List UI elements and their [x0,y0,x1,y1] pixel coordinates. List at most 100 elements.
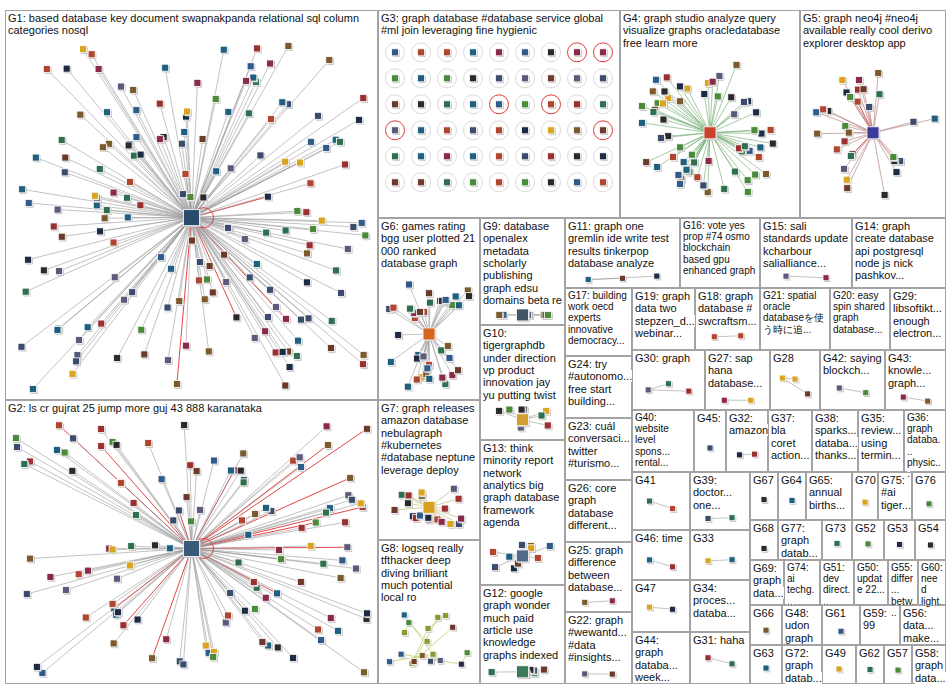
vertex-icon [387,659,393,665]
group-box: G24: try #autonomo... free start buildin… [565,356,632,418]
vertex-edge [192,212,307,217]
vertex-icon [304,250,311,257]
vertex-edge [648,390,689,391]
group-box: G69: graph data... [750,560,784,605]
vertex-icon [729,515,735,521]
vertex-icon [130,152,137,159]
vertex-icon [424,365,431,372]
vertex-icon [548,153,555,160]
group-box: G26: core graph database different... [565,480,632,542]
group-box: G76 [912,472,946,520]
vertex-edge [192,500,352,549]
group-label: G17: building work oecd experts innovati… [568,290,627,346]
vertex-icon [149,655,156,662]
group-box: G70 [852,472,878,520]
vertex-edge [117,218,191,358]
vertex-edge [710,82,713,133]
vertex-icon [721,185,728,192]
vertex-icon [282,158,289,165]
vertex-edge [192,218,354,227]
vertex-icon [253,45,260,52]
vertex-icon [900,394,906,400]
vertex-icon [420,353,427,360]
vertex-icon [574,101,581,108]
vertex-edge [192,549,319,630]
self-loop [542,173,561,192]
vertex-icon [444,101,451,108]
vertex-edge [414,617,438,661]
vertex-icon [700,182,707,189]
vertex-icon [729,557,735,563]
vertex-icon [137,151,144,158]
vertex-icon [305,315,312,322]
vertex-icon [43,66,50,73]
vertex-icon [61,449,68,456]
vertex-icon [406,620,412,626]
group-box: G75: #ai tiger... [878,472,912,520]
vertex-icon [103,109,110,116]
vertex-edge [663,120,710,133]
self-loop [568,173,587,192]
vertex-icon [206,262,213,269]
vertex-icon [200,194,207,201]
vertex-icon [25,199,32,206]
vertex-icon [337,575,344,582]
group-label: G30: graph [635,352,690,364]
vertex-icon [23,591,30,598]
vertex-icon [688,151,695,158]
vertex-icon [545,312,552,319]
group-box: G72: graph datab... [782,645,822,684]
group-label: G11: graph one gremlin ide write test re… [568,220,669,269]
group-label: G46: time [635,532,683,544]
self-loop [542,69,561,88]
vertex-edge [183,549,191,665]
group-label: G52 [855,522,876,534]
vertex-icon [464,650,470,656]
group-box: G38: sparks... databa... thanks... [812,410,858,472]
group-box: G77: graph datab... [778,520,822,560]
vertex-icon [444,127,451,134]
vertex-icon [881,191,888,198]
vertex-icon [548,179,555,186]
vertex-icon [32,154,39,161]
vertex-icon [156,136,163,143]
vertex-icon [114,575,121,582]
vertex-icon [704,127,716,139]
vertex-icon [458,515,465,522]
vertex-edge [192,218,363,365]
self-loop [516,69,535,88]
group-label: G59: 99 [863,607,887,631]
vertex-icon [114,609,121,616]
vertex-icon [130,86,137,93]
vertex-icon [792,376,798,382]
vertex-icon [686,388,692,394]
vertex-icon [544,422,551,429]
group-box: G37: bla coret action... [768,410,812,472]
vertex-icon [392,153,399,160]
vertex-icon [490,549,497,556]
group-box: G35: review... using termin... [858,410,904,472]
self-loop [594,173,613,192]
vertex-icon [210,457,217,464]
vertex-icon [496,407,503,414]
vertex-icon [716,73,723,80]
vertex-edge [141,218,191,330]
vertex-icon [110,189,117,196]
vertex-icon [676,83,683,90]
group-graph [895,667,902,674]
vertex-edge [24,464,191,549]
vertex-icon [99,144,106,151]
vertex-icon [683,166,690,173]
group-label: G56: data... make... [903,607,939,644]
vertex-icon [323,423,330,430]
vertex-icon [548,127,555,134]
vertex-icon [61,169,68,176]
vertex-icon [395,332,402,339]
vertex-edge [192,429,367,549]
vertex-icon [470,153,477,160]
self-loop [386,43,405,62]
group-label: G10: tigergraphdb under direction vp pro… [483,327,556,401]
vertex-icon [670,564,676,570]
group-box: G73 [822,520,852,560]
vertex-icon [193,468,200,475]
